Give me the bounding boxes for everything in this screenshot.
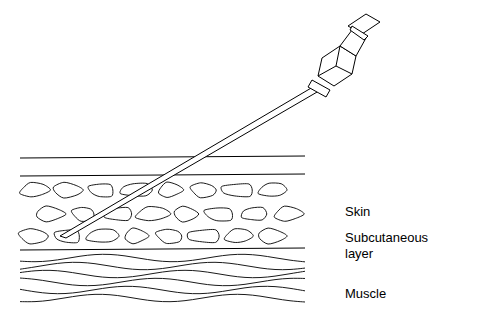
fat-cell — [125, 228, 149, 244]
fat-cell — [18, 229, 48, 244]
fat-cell — [88, 184, 113, 197]
fat-cell — [204, 208, 233, 221]
fat-cell — [224, 229, 253, 243]
fat-cell — [174, 206, 199, 222]
fat-cell — [221, 184, 252, 197]
layer-label: Muscle — [345, 286, 465, 302]
muscle-fibre — [20, 254, 305, 262]
muscle-fibres — [20, 254, 305, 302]
fat-cell — [135, 206, 171, 220]
fat-cell — [274, 206, 304, 221]
fat-cell — [190, 183, 216, 198]
fat-cell — [258, 183, 287, 196]
fat-cell — [187, 229, 219, 242]
layer-label: Subcutaneous layer — [345, 230, 455, 262]
fat-cell — [36, 206, 66, 222]
muscle-fibre — [20, 286, 305, 293]
fat-cell — [53, 182, 83, 198]
muscle-fibre — [20, 278, 305, 286]
muscle-fibre — [20, 270, 305, 277]
fat-cell — [158, 182, 183, 197]
muscle-fibre — [20, 262, 305, 269]
needle — [60, 14, 380, 238]
fat-cell — [259, 228, 288, 244]
fat-cell — [155, 229, 181, 243]
muscle-fibre — [20, 294, 305, 302]
fat-cell — [20, 182, 51, 196]
fat-cell — [86, 229, 119, 242]
fat-cell — [241, 207, 267, 220]
layer-label: Skin — [345, 204, 465, 220]
